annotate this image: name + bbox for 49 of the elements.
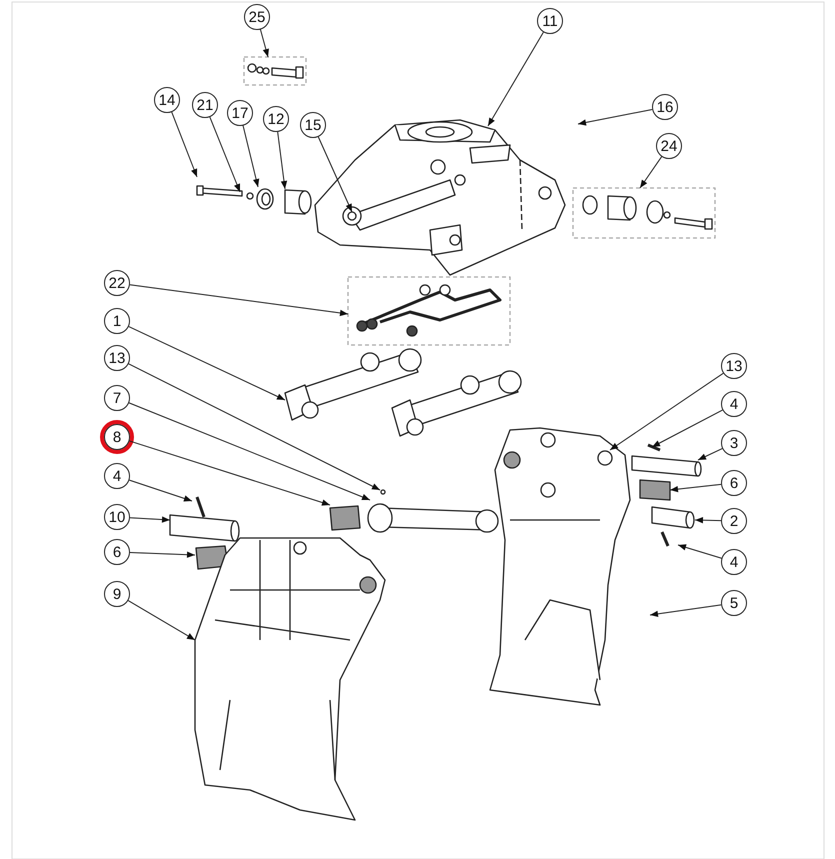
callout-number: 5	[721, 590, 747, 616]
leader-line	[130, 552, 196, 558]
leader-line	[242, 125, 260, 188]
callout-number: 7	[104, 385, 130, 411]
callout-number: 25	[244, 4, 270, 30]
leader-line	[128, 440, 330, 506]
leader-line	[650, 604, 722, 618]
callout-number: 10	[104, 504, 130, 530]
callout-number: 6	[104, 539, 130, 565]
leader-line	[129, 284, 348, 316]
leader-line	[698, 448, 723, 460]
leader-line	[670, 484, 722, 492]
callout-number: 14	[154, 87, 180, 113]
callout-number: 4	[721, 391, 747, 417]
leader-line	[260, 29, 269, 58]
callout-number: 3	[721, 430, 747, 456]
leader-line	[652, 410, 723, 448]
callout-number: 24	[656, 133, 682, 159]
leader-line	[488, 32, 544, 126]
callout-number: 13	[721, 353, 747, 379]
callout-number: 9	[104, 581, 130, 607]
callout-number: 21	[192, 92, 218, 118]
callout-number: 15	[300, 112, 326, 138]
leader-line	[171, 112, 198, 178]
leader-line	[128, 600, 196, 640]
callout-number: 11	[537, 8, 563, 34]
leader-line	[128, 480, 192, 502]
leader-line	[128, 326, 286, 400]
leader-line	[128, 363, 380, 490]
callout-number: 17	[227, 100, 253, 126]
callout-number: 6	[721, 470, 747, 496]
leader-line	[610, 372, 724, 450]
callout-number: 2	[721, 508, 747, 534]
callout-number: 4	[104, 463, 130, 489]
leader-line	[640, 156, 662, 188]
leader-line	[277, 131, 288, 190]
leader-line	[129, 516, 170, 523]
leader-line	[128, 402, 370, 500]
leader-line	[209, 116, 240, 192]
leader-line	[678, 544, 722, 559]
callout-number: 1	[104, 308, 130, 334]
callout-number: 13	[104, 345, 130, 371]
leader-line	[318, 136, 352, 212]
callout-number: 16	[652, 94, 678, 120]
leader-line	[694, 517, 722, 524]
callout-number: 22	[104, 270, 130, 296]
leader-line	[578, 109, 653, 126]
callout-number: 12	[263, 106, 289, 132]
callout-number: 4	[721, 549, 747, 575]
